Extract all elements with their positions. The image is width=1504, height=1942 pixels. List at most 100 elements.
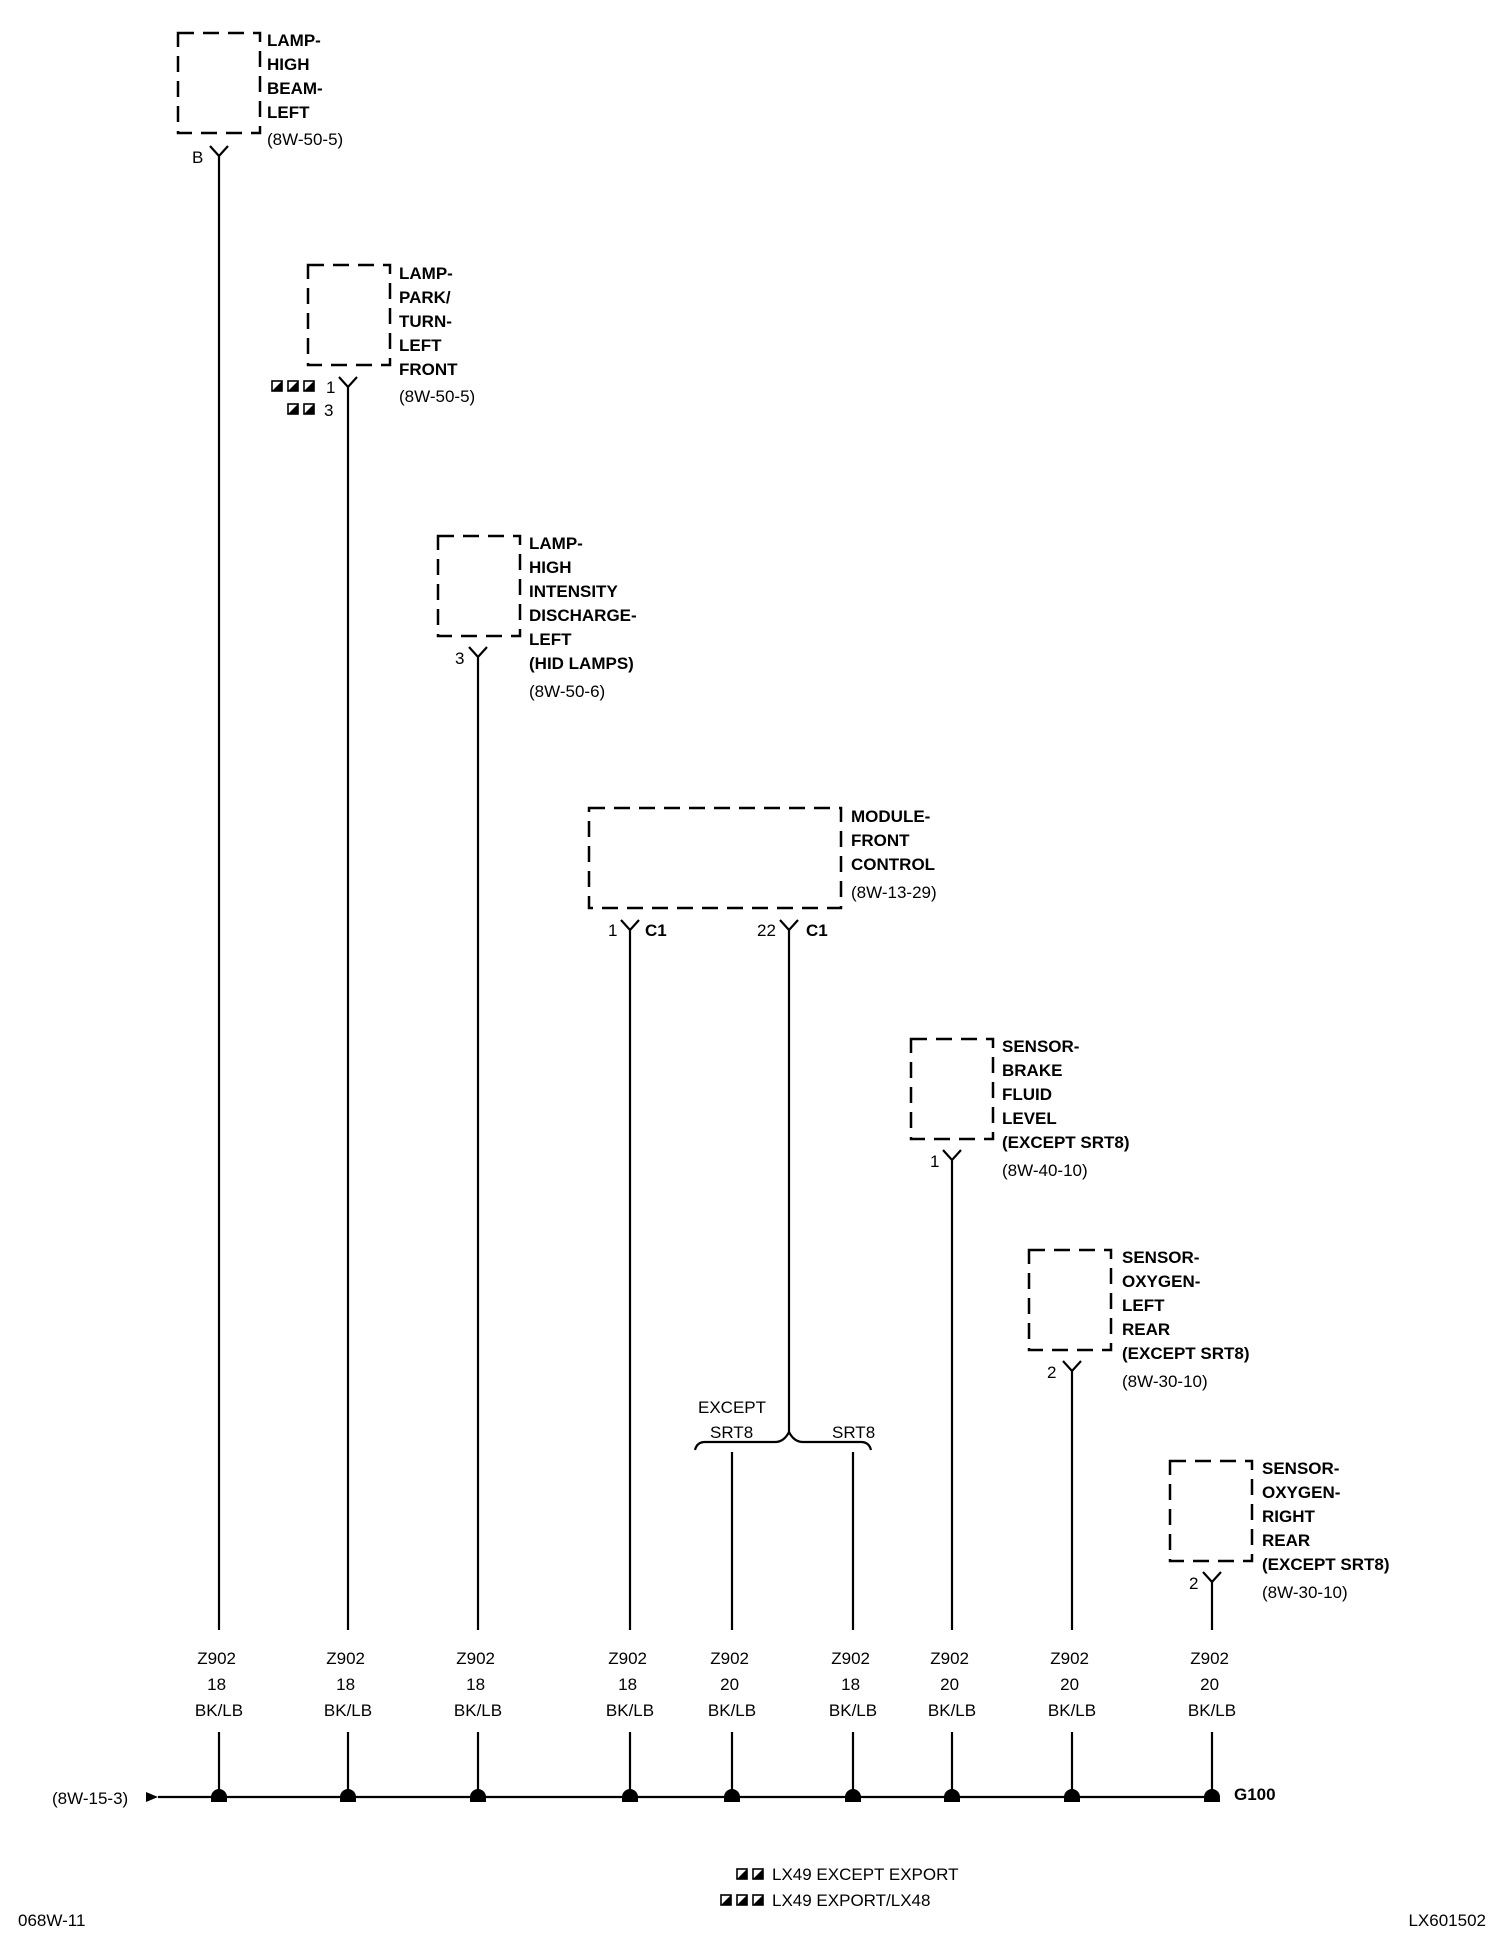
component-box-dashed [909,1037,995,1141]
connector-id: C1 [806,921,828,940]
component-label-line: BEAM- [267,79,323,98]
component-box-dashed [176,31,262,135]
ground-bus: (8W-15-3) G100 [52,1785,1276,1808]
splice-dot [724,1789,740,1802]
wire-label: Z902 18 BK/LB [606,1649,654,1720]
component-label-line: HIGH [529,558,572,577]
legend-symbol-export-lx48 [720,1894,764,1906]
split-label-except-line: EXCEPT [698,1398,766,1417]
component-label-line: (EXCEPT SRT8) [1122,1344,1250,1363]
component-sensor-brake-fluid-level: SENSOR- BRAKE FLUID LEVEL (EXCEPT SRT8) … [909,1037,1134,1180]
component-label-line: MODULE- [851,807,930,826]
pin-label: 3 [455,649,464,668]
legend: LX49 EXCEPT EXPORT LX49 EXPORT/LX48 [720,1865,958,1910]
component-label-line: OXYGEN- [1262,1483,1340,1502]
connector-fork [468,646,488,663]
component-label-line: LEFT [399,336,442,355]
component-box-dashed [1168,1459,1254,1563]
pin-label: 1 [326,378,335,397]
component-sensor-oxygen-right-rear: SENSOR- OXYGEN- RIGHT REAR (EXCEPT SRT8)… [1168,1459,1394,1602]
wire-circuit: Z902 [710,1649,749,1668]
pin-label: B [192,148,203,167]
wire-gauge: 18 [336,1675,355,1694]
component-box-dashed [1027,1248,1113,1352]
wire-gauge: 20 [1200,1675,1219,1694]
bus-left-reference: (8W-15-3) [52,1789,128,1808]
wire-color: BK/LB [1188,1701,1236,1720]
pin-label: 1 [608,921,617,940]
connector-fork [338,376,358,393]
wire-gauge: 18 [466,1675,485,1694]
component-label-line: LAMP- [267,31,321,50]
wire-label: Z902 20 BK/LB [1188,1649,1236,1720]
split-label-srt8: SRT8 [832,1423,875,1442]
svg-text:SENSOR- OXYGEN- RI: SENSOR- OXYGEN- RIGHT REAR (EXCEPT SRT8)… [1262,1459,1394,1602]
wire-color: BK/LB [928,1701,976,1720]
wire-gauge: 18 [841,1675,860,1694]
wire-label: Z902 18 BK/LB [829,1649,877,1720]
splice-dot [622,1789,638,1802]
component-lamp-park-turn-left-front: LAMP- PARK/ TURN- LEFT FRONT (8W-50-5) 1… [271,263,475,420]
component-ref: (8W-30-10) [1262,1583,1348,1602]
svg-text:SENSOR- BRAKE FLUI: SENSOR- BRAKE FLUID LEVEL (EXCEPT SRT8) … [1002,1037,1134,1180]
wire-lines [217,162,1214,1630]
pin-label: 1 [930,1152,939,1171]
ground-label: G100 [1234,1785,1276,1804]
ground-dot [1204,1789,1220,1802]
wire-stubs [217,1732,1214,1796]
component-label-line: RIGHT [1262,1507,1316,1526]
wire-color: BK/LB [454,1701,502,1720]
splice-dot [1064,1789,1080,1802]
splice-dots [211,1789,1220,1802]
connector-id: C1 [645,921,667,940]
component-lamp-high-beam-left: LAMP- HIGH BEAM- LEFT (8W-50-5) B [176,31,343,167]
component-ref: (8W-13-29) [851,883,937,902]
wire-label: Z902 18 BK/LB [324,1649,372,1720]
component-label-line: LEFT [1122,1296,1165,1315]
wire-label: Z902 20 BK/LB [1048,1649,1096,1720]
wire-color: BK/LB [829,1701,877,1720]
svg-text:LAMP- PARK/ TURN-: LAMP- PARK/ TURN- LEFT FRONT (8W-50-5) [399,264,475,406]
splice-dot [340,1789,356,1802]
pin-label: 2 [1047,1363,1056,1382]
connector-fork [1062,1360,1082,1377]
component-ref: (8W-50-6) [529,682,605,701]
wire-circuit: Z902 [326,1649,365,1668]
component-ref: (8W-50-5) [399,387,475,406]
component-label-line: (HID LAMPS) [529,654,634,673]
wire-label: Z902 18 BK/LB [195,1649,243,1720]
component-label-line: REAR [1262,1531,1310,1550]
component-module-front-control: MODULE- FRONT CONTROL (8W-13-29) 1 C1 22… [587,806,937,940]
wire-color: BK/LB [708,1701,756,1720]
component-box-dashed [587,806,843,910]
component-label-line: BRAKE [1002,1061,1062,1080]
wire-gauge: 20 [940,1675,959,1694]
split-option-bracket: EXCEPT SRT8 SRT8 [693,1398,875,1451]
splice-dot [470,1789,486,1802]
footer-page-id: 068W-11 [18,1911,85,1930]
component-label-line: SENSOR- [1002,1037,1079,1056]
wire-color: BK/LB [606,1701,654,1720]
option-symbol-lx49-except-export [287,403,315,415]
svg-text:LAMP- HIGH INTENSI: LAMP- HIGH INTENSITY DISCHARGE- LEFT (HI… [529,534,641,701]
split-label-except-line: SRT8 [710,1423,753,1442]
component-label-line: OXYGEN- [1122,1272,1200,1291]
wire-label: Z902 20 BK/LB [708,1649,756,1720]
component-label-line: HIGH [267,55,310,74]
splice-dot [211,1789,227,1802]
component-label-line: LAMP- [399,264,453,283]
component-label-line: LEVEL [1002,1109,1056,1128]
component-label-line: CONTROL [851,855,935,874]
connector-fork [209,145,229,162]
component-label-line: PARK/ [399,288,451,307]
svg-text:LAMP- HIGH BEAM-: LAMP- HIGH BEAM- LEFT (8W-50-5) [267,31,343,149]
wire-label: Z902 18 BK/LB [454,1649,502,1720]
component-ref: (8W-30-10) [1122,1372,1208,1391]
component-label-line: FRONT [399,360,458,379]
wire-labels: Z902 18 BK/LB Z902 18 BK/LB Z902 18 BK/L… [195,1649,1236,1720]
component-lamp-hid-left: LAMP- HIGH INTENSITY DISCHARGE- LEFT (HI… [436,534,641,701]
splice-dot [944,1789,960,1802]
pin-label: 22 [757,921,776,940]
wire-gauge: 20 [720,1675,739,1694]
